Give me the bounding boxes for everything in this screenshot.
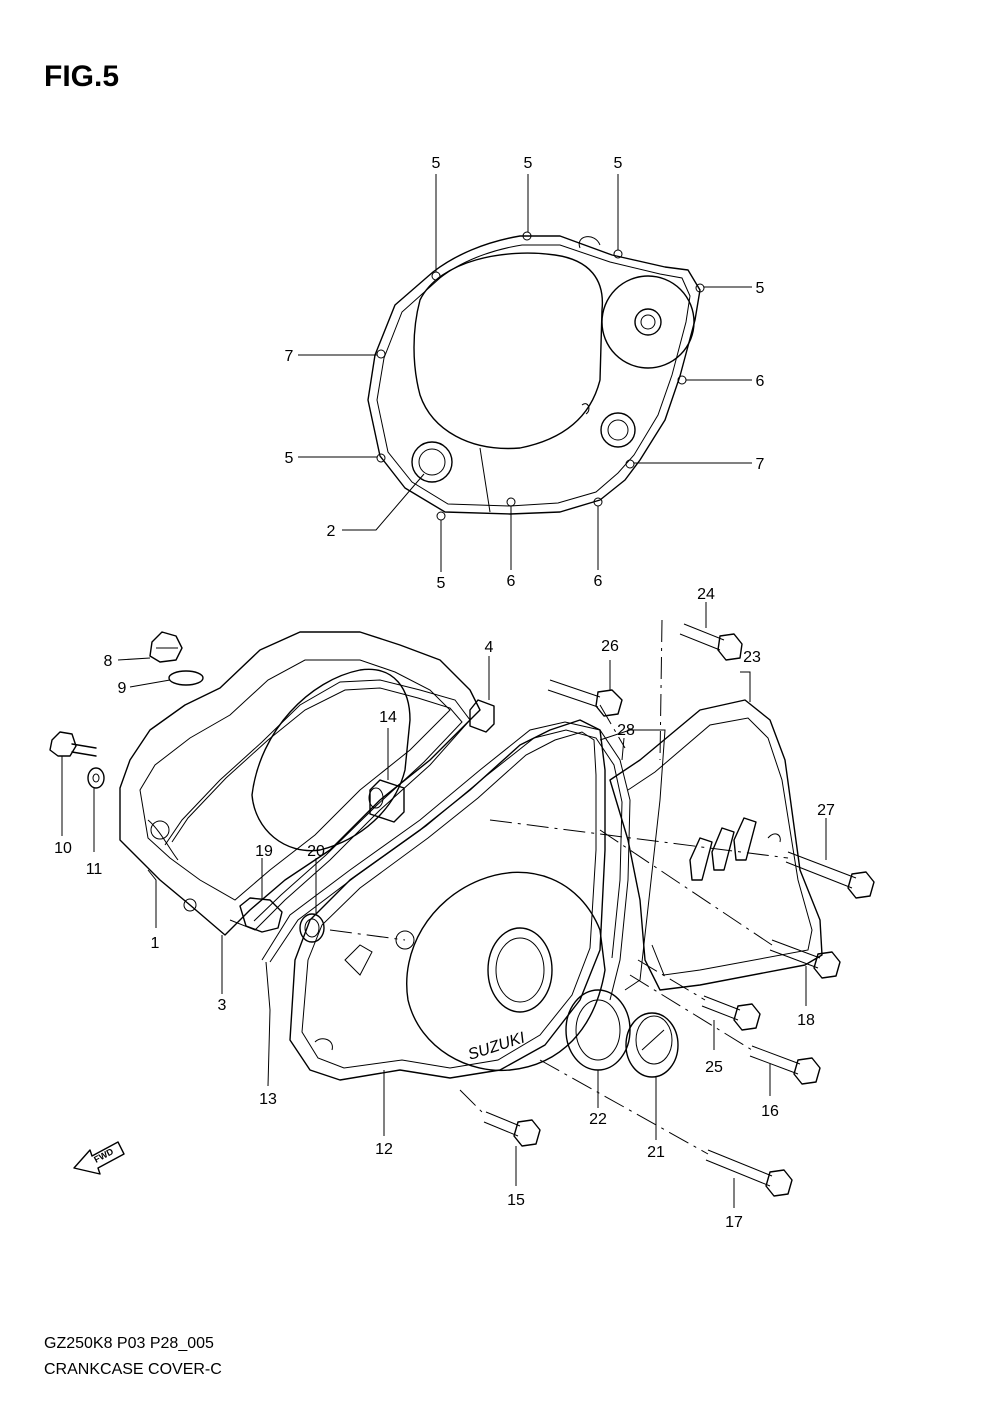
lower-leaders: [61, 602, 827, 1208]
callout-label: 26: [601, 638, 619, 655]
callout-label: 5: [437, 575, 446, 592]
upper-leaders: [298, 174, 752, 572]
callout-label: 5: [524, 155, 533, 172]
callout-label: 21: [647, 1144, 665, 1161]
diagram-name: CRANKCASE COVER-C: [44, 1361, 222, 1378]
figure-title: FIG.5: [44, 60, 120, 93]
callout-label: 28: [617, 722, 635, 739]
callout-label: 13: [259, 1091, 277, 1108]
callout-label: 23: [743, 649, 761, 666]
callout-label: 8: [104, 653, 113, 670]
fwd-label: FWD: [92, 1146, 115, 1165]
callout-label: 20: [307, 843, 325, 860]
callout-label: 14: [379, 709, 397, 726]
brand-logo-text: SUZUKI: [466, 1029, 528, 1063]
callout-label: 9: [118, 680, 127, 697]
callout-label: 6: [507, 573, 516, 590]
callout-label: 3: [218, 997, 227, 1014]
callout-label: 6: [594, 573, 603, 590]
diagram-code: GZ250K8 P03 P28_005: [44, 1335, 214, 1352]
callout-label: 5: [432, 155, 441, 172]
fasteners: [49, 623, 875, 1197]
callout-label: 27: [817, 802, 835, 819]
callout-label: 15: [507, 1192, 525, 1209]
callout-label: 4: [485, 639, 494, 656]
callout-label: 24: [697, 586, 715, 603]
callout-label: 1: [151, 935, 160, 952]
callout-label: 17: [725, 1214, 743, 1231]
fwd-arrow-icon: FWD: [73, 1141, 125, 1175]
callout-label: 16: [761, 1103, 779, 1120]
callout-label: 6: [756, 373, 765, 390]
callout-label: 10: [54, 840, 72, 857]
callout-label: 19: [255, 843, 273, 860]
callout-label: 5: [614, 155, 623, 172]
callout-label: 5: [285, 450, 294, 467]
callout-label: 7: [285, 348, 294, 365]
callout-label: 12: [375, 1141, 393, 1158]
callout-label: 11: [86, 861, 103, 878]
alignment-lines: [329, 619, 789, 1155]
callout-label: 2: [327, 523, 336, 540]
callout-label: 5: [756, 280, 765, 297]
callout-labels: 5 5 5 5 7 6 5 7 2 5 6 6 8 9 4 26 24 23 1…: [54, 155, 835, 1231]
callout-label: 7: [756, 456, 765, 473]
upper-cover: [367, 231, 705, 521]
callout-label: 18: [797, 1012, 815, 1029]
callout-label: 22: [589, 1111, 607, 1128]
callout-label: 25: [705, 1059, 723, 1076]
